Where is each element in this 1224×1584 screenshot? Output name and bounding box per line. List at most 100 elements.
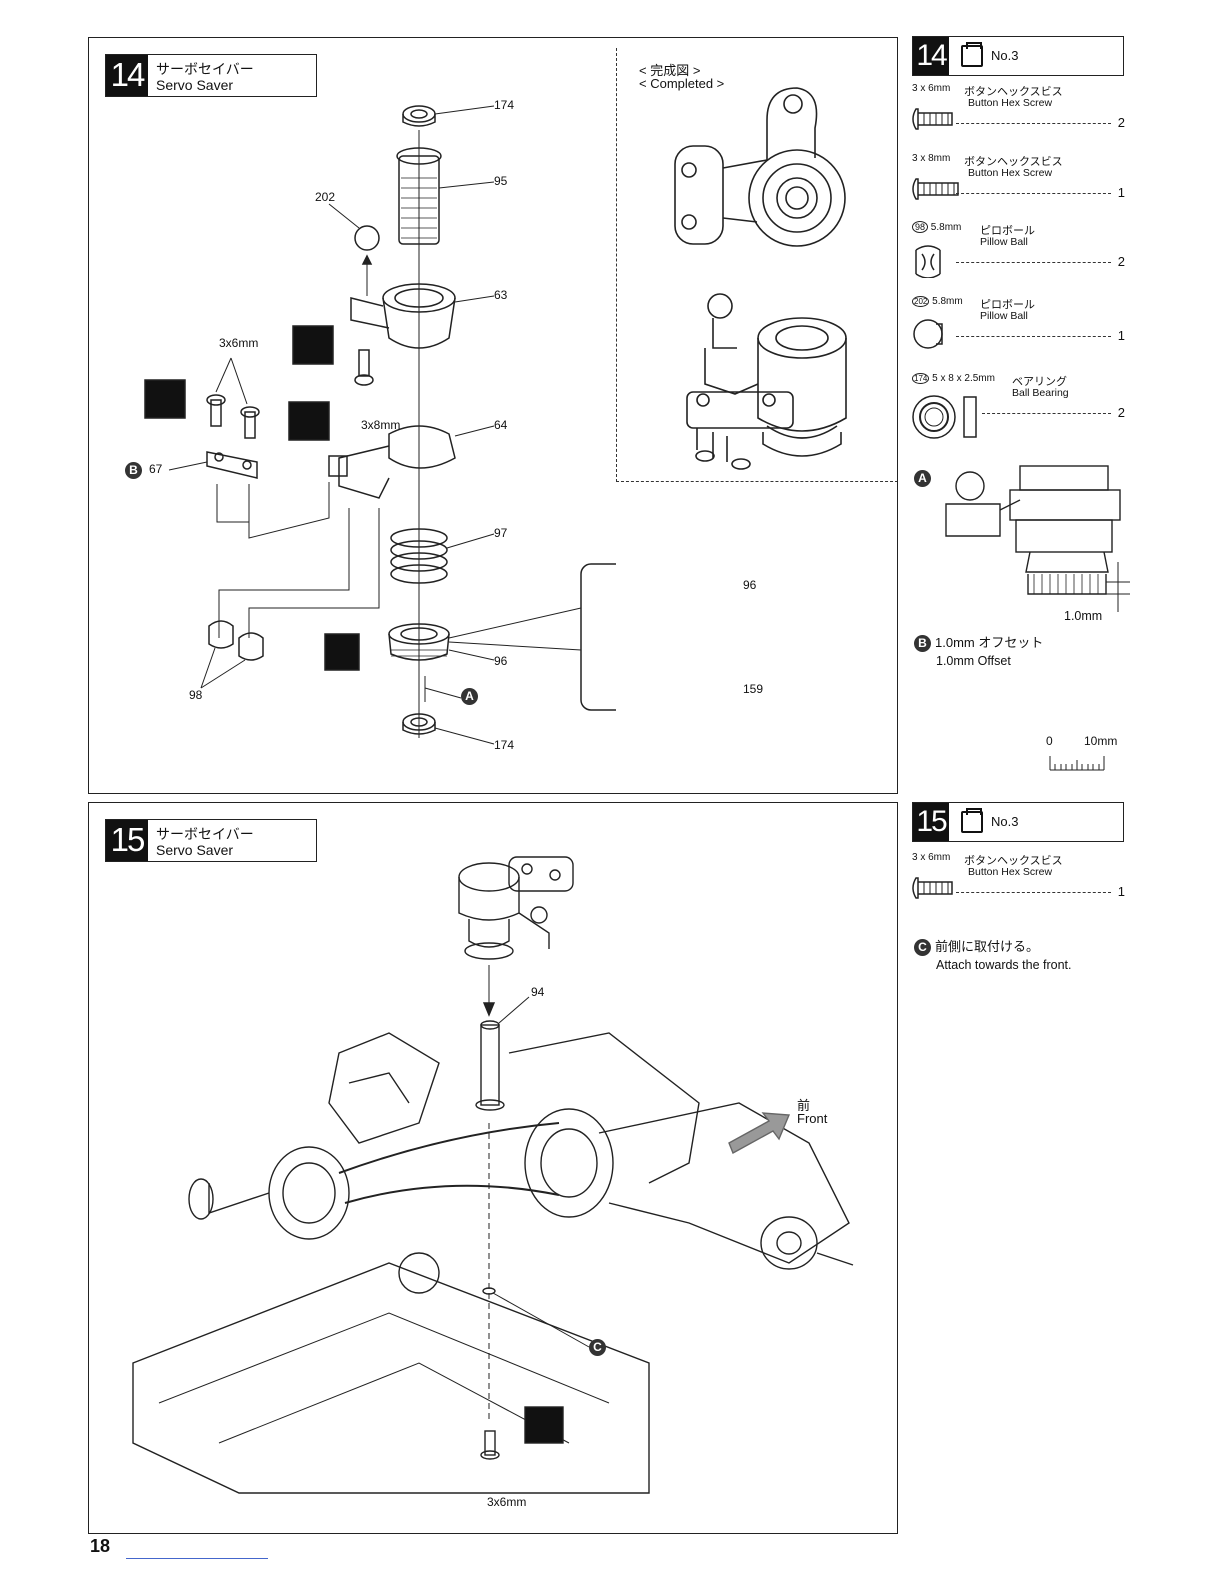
page-number: 18 <box>90 1536 111 1556</box>
step-14-title-jp: サーボセイバー <box>156 61 254 77</box>
part-size-value: 5 x 8 x 2.5mm <box>932 373 995 384</box>
note-c: C 前側に取付ける。 Attach towards the front. <box>914 936 1072 972</box>
part-qty: 1 <box>1117 328 1125 343</box>
note-a-mark: A <box>914 470 931 488</box>
offset-detail-drawing <box>945 465 1130 612</box>
part-name-jp: ベアリング <box>1012 376 1067 388</box>
part-size: 98 5.8mm <box>912 221 962 233</box>
note-b-mark: B <box>914 635 931 653</box>
bag-icon <box>961 808 983 833</box>
step-14-exploded-diagram <box>144 105 616 745</box>
mark-b-label: B <box>125 462 146 479</box>
completed-assembly-drawing <box>674 87 847 470</box>
sidebar-15-bag: No.3 <box>991 814 1019 829</box>
completed-view: < 完成図 > < Completed > <box>616 48 897 482</box>
part-num: 174 <box>912 373 930 384</box>
completed-title-jp: < 完成図 > <box>639 63 701 78</box>
sidebar-15-part-1: 3 x 6mm ボタンヘックスビス Button Hex Screw 1 <box>912 852 1127 902</box>
part-size: 3 x 6mm <box>912 852 951 863</box>
button-hex-screw-icon <box>912 178 959 200</box>
bag-icon <box>961 42 983 67</box>
note-c-jp: 前側に取付ける。 <box>935 939 1040 954</box>
step-15-chassis-diagram <box>132 856 854 1494</box>
part-qty: 2 <box>1117 254 1125 269</box>
scale-zero-label: 0 <box>1046 734 1053 748</box>
step-15-panel: 15 サーボセイバー Servo Saver <box>88 802 898 1534</box>
part-name-en: Pillow Ball <box>980 310 1028 322</box>
part-size: 3 x 6mm <box>912 83 951 94</box>
pillow-ball-icon <box>913 319 943 349</box>
part-dash-line <box>982 413 1111 414</box>
note-c-en: Attach towards the front. <box>936 958 1072 973</box>
scale-bar <box>1049 756 1105 771</box>
part-name-jp: ピロボール <box>980 299 1035 311</box>
note-a: A <box>914 470 935 488</box>
part-63-label: 63 <box>494 288 508 302</box>
step-15-header: 15 サーボセイバー Servo Saver <box>105 819 317 862</box>
sidebar-15-header: 15 No.3 <box>912 802 1124 842</box>
part-name-jp: ボタンヘックスビス <box>964 855 1063 867</box>
part-name-en: Ball Bearing <box>1012 387 1069 399</box>
mark-c-label: C <box>589 1339 610 1356</box>
part-dash-line <box>956 336 1111 337</box>
step-15-number: 15 <box>106 820 148 861</box>
step-15-title-en: Servo Saver <box>156 842 234 858</box>
step-14-number: 14 <box>106 55 148 96</box>
note-b-jp: 1.0mm オフセット <box>935 635 1044 650</box>
completed-title-en: < Completed > <box>639 76 725 91</box>
part-97-label: 97 <box>494 526 508 540</box>
part-num: 98 <box>912 221 929 233</box>
step-14-header: 14 サーボセイバー Servo Saver <box>105 54 317 97</box>
part-96-label: 96 <box>494 654 508 668</box>
part-67-label: 67 <box>149 462 163 476</box>
part-qty: 2 <box>1117 405 1125 420</box>
part-name-jp: ピロボール <box>980 225 1035 237</box>
part-dash-line <box>956 262 1111 263</box>
note-c-mark: C <box>914 939 931 957</box>
part-size: 3 x 8mm <box>912 153 951 164</box>
sidebar-14-part-2: 3 x 8mm ボタンヘックスビス Button Hex Screw 1 <box>912 153 1127 203</box>
pillow-ball-icon <box>915 245 941 278</box>
screw-3x6-label-15: 3x6mm <box>487 1495 527 1509</box>
part-qty: 1 <box>1117 884 1125 899</box>
mark-a-label: A <box>461 688 482 705</box>
part-202-label: 202 <box>315 190 336 204</box>
front-label-en: Front <box>797 1111 828 1126</box>
button-hex-screw-icon <box>912 108 953 130</box>
part-name-jp: ボタンヘックスビス <box>964 156 1063 168</box>
part-name-en: Button Hex Screw <box>968 167 1053 179</box>
front-label-jp: 前 <box>797 1098 811 1113</box>
part-95-label: 95 <box>494 174 508 188</box>
offset-dimension-label: 1.0mm <box>1064 609 1103 623</box>
mark-a: A <box>461 688 478 705</box>
part-size-value: 5.8mm <box>930 222 962 233</box>
part-size-value: 5.8mm <box>932 296 963 307</box>
part-174-label: 174 <box>494 98 515 112</box>
part-174-bottom-label: 174 <box>494 738 515 752</box>
part-64-label: 64 <box>494 418 508 432</box>
part-qty: 1 <box>1117 185 1125 200</box>
part-96-callout-label: 96 <box>743 578 757 592</box>
part-num: 202 <box>912 296 930 307</box>
sidebar-14-part-4: 202 5.8mm ピロボール Pillow Ball 1 <box>912 296 1127 350</box>
screw-3x8-label: 3x8mm <box>361 418 401 432</box>
part-dash-line <box>956 892 1111 893</box>
mark-c: C <box>589 1339 606 1356</box>
ball-bearing-icon <box>912 395 977 439</box>
sidebar-14-part-5: 174 5 x 8 x 2.5mm ベアリング Ball Bearing 2 <box>912 373 1127 439</box>
sidebar-14-part-3: 98 5.8mm ピロボール Pillow Ball 2 <box>912 221 1127 278</box>
note-b: B 1.0mm オフセット 1.0mm Offset <box>914 632 1043 668</box>
part-size: 174 5 x 8 x 2.5mm <box>912 373 995 384</box>
note-b-en: 1.0mm Offset <box>936 654 1011 669</box>
footer-link-underline[interactable] <box>126 1558 268 1559</box>
part-name-jp: ボタンヘックスビス <box>964 86 1063 98</box>
part-94-label: 94 <box>531 985 545 999</box>
part-dash-line <box>956 123 1111 124</box>
sidebar-14-header: 14 No.3 <box>912 36 1124 76</box>
part-dash-line <box>956 193 1111 194</box>
part-159-label: 159 <box>743 682 764 696</box>
step-14-title-en: Servo Saver <box>156 77 234 93</box>
sidebar-14-number: 14 <box>913 37 949 75</box>
scale-10mm-label: 10mm <box>1084 734 1118 748</box>
part-98-label: 98 <box>189 688 203 702</box>
